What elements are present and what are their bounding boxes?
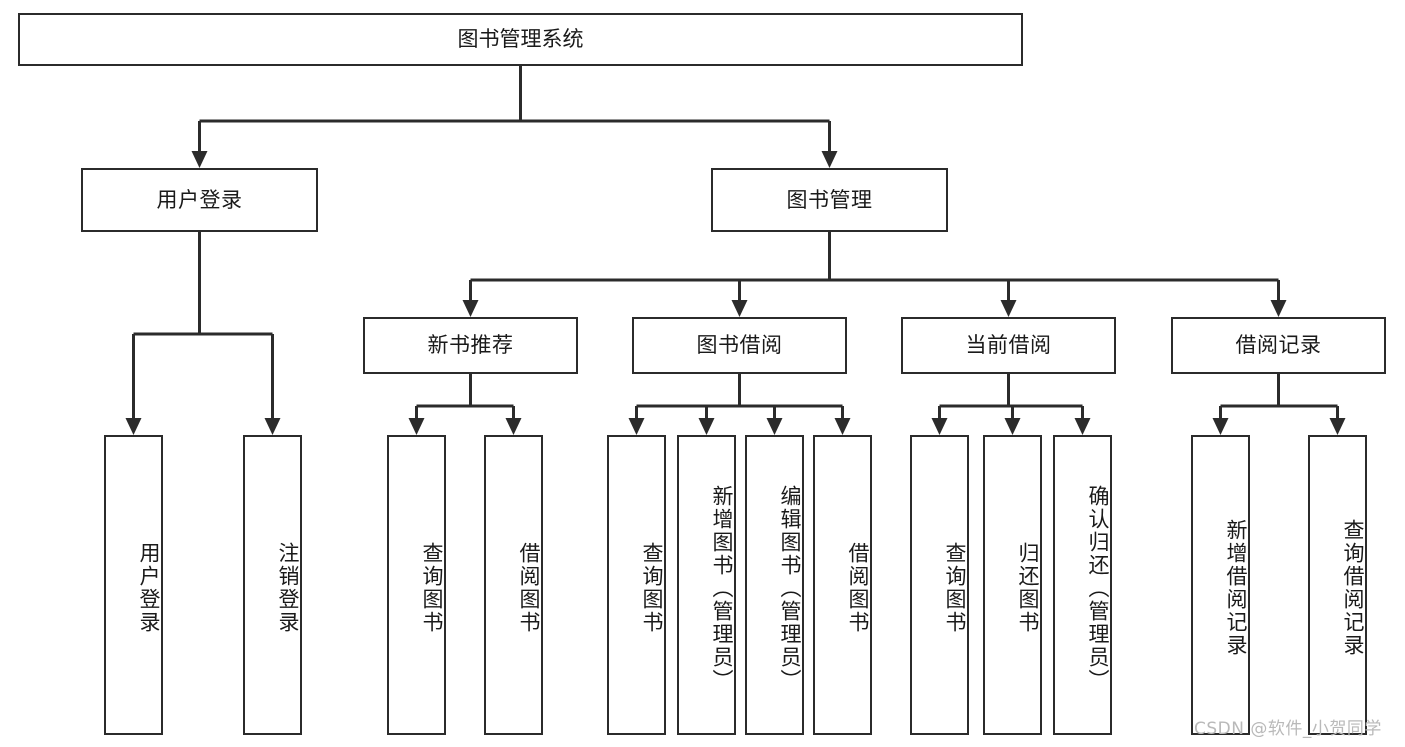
node-leaf-query-record[interactable]: 查询借阅记录 (1308, 435, 1367, 735)
node-leaf-query-book-1[interactable]: 查询图书 (387, 435, 446, 735)
node-leaf-edit-book-label: 编辑图书（管理员） (778, 484, 802, 692)
node-borrow-record[interactable]: 借阅记录 (1171, 317, 1386, 374)
node-new-book-rec-label: 新书推荐 (427, 333, 514, 358)
node-leaf-return-book[interactable]: 归还图书 (983, 435, 1042, 735)
node-leaf-edit-book[interactable]: 编辑图书（管理员） (745, 435, 804, 735)
node-leaf-logout-label: 注销登录 (276, 542, 300, 634)
node-current-borrow[interactable]: 当前借阅 (901, 317, 1116, 374)
node-leaf-confirm-return[interactable]: 确认归还（管理员） (1053, 435, 1112, 735)
node-leaf-borrow-book-1[interactable]: 借阅图书 (484, 435, 543, 735)
node-leaf-borrow-book-1-label: 借阅图书 (517, 542, 541, 634)
node-leaf-add-book[interactable]: 新增图书（管理员） (677, 435, 736, 735)
node-leaf-user-login[interactable]: 用户登录 (104, 435, 163, 735)
node-leaf-query-book-2-label: 查询图书 (640, 542, 664, 634)
node-borrow-record-label: 借阅记录 (1235, 333, 1322, 358)
node-leaf-query-book-3-label: 查询图书 (943, 542, 967, 634)
node-user-login-label: 用户登录 (156, 187, 243, 212)
node-current-borrow-label: 当前借阅 (965, 333, 1052, 358)
node-root[interactable]: 图书管理系统 (18, 13, 1023, 66)
node-leaf-query-book-1-label: 查询图书 (420, 542, 444, 634)
node-user-login[interactable]: 用户登录 (81, 168, 318, 232)
node-leaf-user-login-label: 用户登录 (137, 542, 161, 634)
node-leaf-query-book-3[interactable]: 查询图书 (910, 435, 969, 735)
watermark-text: CSDN @软件_小贺同学 (1194, 719, 1382, 739)
node-leaf-add-record-label: 新增借阅记录 (1224, 519, 1248, 657)
node-book-manage[interactable]: 图书管理 (711, 168, 948, 232)
node-leaf-add-book-label: 新增图书（管理员） (710, 484, 734, 692)
node-root-label: 图书管理系统 (457, 27, 584, 52)
node-new-book-rec[interactable]: 新书推荐 (363, 317, 578, 374)
node-book-borrow-label: 图书借阅 (696, 333, 783, 358)
node-leaf-return-book-label: 归还图书 (1016, 542, 1040, 634)
node-leaf-query-book-2[interactable]: 查询图书 (607, 435, 666, 735)
node-leaf-logout[interactable]: 注销登录 (243, 435, 302, 735)
node-leaf-confirm-return-label: 确认归还（管理员） (1086, 484, 1110, 692)
node-book-manage-label: 图书管理 (786, 187, 873, 212)
node-leaf-query-record-label: 查询借阅记录 (1341, 519, 1365, 657)
node-leaf-add-record[interactable]: 新增借阅记录 (1191, 435, 1250, 735)
node-leaf-borrow-book-2[interactable]: 借阅图书 (813, 435, 872, 735)
node-leaf-borrow-book-2-label: 借阅图书 (846, 542, 870, 634)
node-book-borrow[interactable]: 图书借阅 (632, 317, 847, 374)
